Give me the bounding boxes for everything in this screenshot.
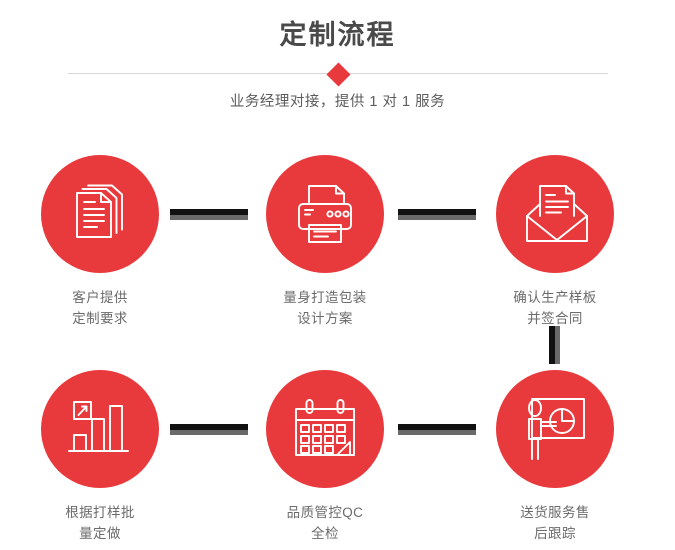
process-flow: 客户提供 定制要求 量身打造包装 设计方案 [0, 130, 675, 550]
flow-step-1-circle [41, 155, 159, 273]
documents-stack-icon [67, 181, 133, 247]
flow-step-5-circle [266, 370, 384, 488]
flow-step-2-circle [266, 155, 384, 273]
flow-step-4-label: 根据打样批 量定做 [65, 505, 135, 541]
printer-icon [291, 181, 359, 247]
connector-step2-step3 [398, 209, 476, 220]
flow-step-2[interactable]: 量身打造包装 设计方案 [215, 155, 435, 329]
page-title: 定制流程 [279, 20, 396, 50]
flow-step-1-label: 客户提供 定制要求 [72, 290, 128, 326]
flow-step-3-label: 确认生产样板 并签合同 [513, 290, 597, 326]
title-divider [68, 61, 608, 87]
connector-shadow [398, 215, 476, 220]
page-subtitle: 业务经理对接，提供 1 对 1 服务 [229, 94, 446, 110]
calendar-icon [292, 398, 358, 460]
flow-step-6[interactable]: 送货服务售 后跟踪 [445, 370, 665, 544]
flow-step-3-circle [496, 155, 614, 273]
flow-step-6-label: 送货服务售 后跟踪 [520, 505, 590, 541]
connector-shadow [398, 430, 476, 435]
connector-step4-step5 [170, 424, 248, 435]
flow-step-4-circle [41, 370, 159, 488]
diamond-icon [325, 61, 351, 87]
envelope-document-icon [521, 182, 589, 246]
connector-bar [170, 424, 248, 430]
flow-step-6-circle [496, 370, 614, 488]
flow-step-5-label: 品质管控QC 全检 [286, 505, 364, 541]
bar-chart-growth-icon [68, 398, 132, 460]
page-header: 定制流程 业务经理对接，提供 1 对 1 服务 [0, 0, 675, 130]
connector-step1-step2 [170, 209, 248, 220]
flow-step-2-label: 量身打造包装 设计方案 [283, 290, 367, 326]
flow-step-3[interactable]: 确认生产样板 并签合同 [445, 155, 665, 329]
connector-step5-step6 [398, 424, 476, 435]
connector-shadow [170, 430, 248, 435]
connector-step3-step6 [549, 326, 560, 364]
connector-bar [398, 424, 476, 430]
connector-bar [398, 209, 476, 215]
connector-shadow [170, 215, 248, 220]
flow-step-5[interactable]: 品质管控QC 全检 [215, 370, 435, 544]
connector-bar [170, 209, 248, 215]
connector-shadow [555, 326, 560, 364]
presentation-person-icon [522, 395, 588, 463]
flow-step-4[interactable]: 根据打样批 量定做 [0, 370, 210, 544]
connector-bar [549, 326, 555, 364]
flow-step-1[interactable]: 客户提供 定制要求 [0, 155, 210, 329]
